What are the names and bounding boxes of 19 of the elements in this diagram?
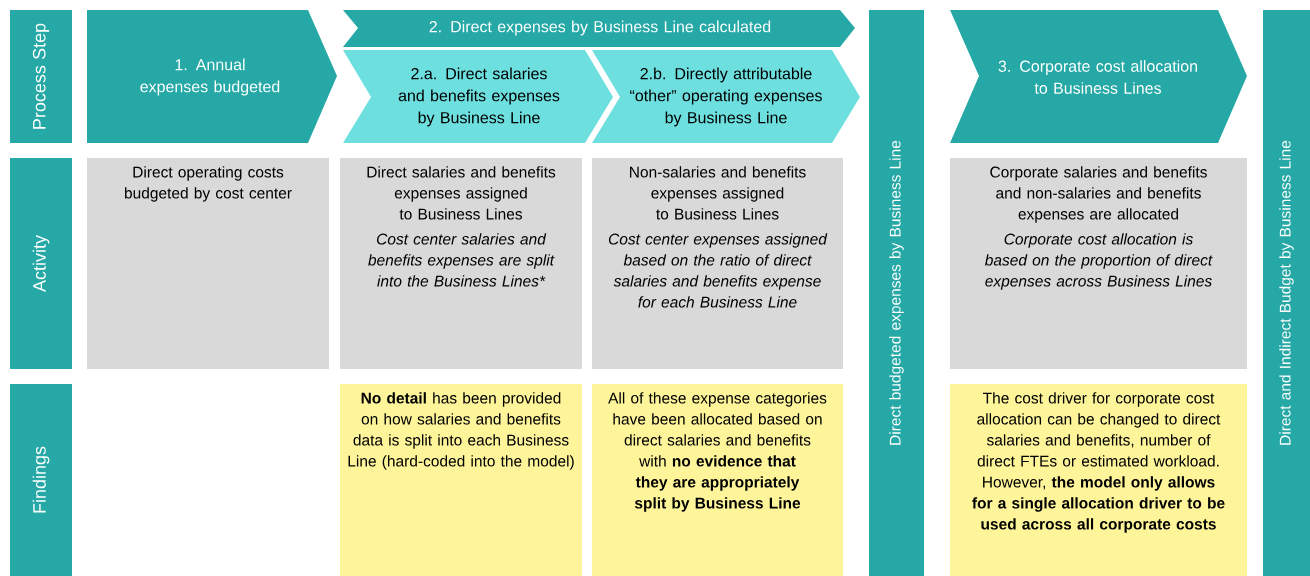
activity-box: Non-salaries and benefits expenses assigned to Business Lines Cost center expenses assigned based on the ratio of direct salaries and benefits expense for each Business Line	[592, 158, 843, 369]
vertical-banner: Direct budgeted expenses by Business Line	[869, 10, 924, 576]
vertical-banner: Direct and Indirect Budget by Business Line	[1263, 10, 1310, 576]
process-step-box: 2.b. Directly attributable “other” operating expenses by Business Line	[592, 50, 860, 143]
finding-box: The cost driver for corporate cost allocation can be changed to direct salaries and benefits, number of direct FTEs or estimated workload. However, the model only allows for a single allocation driver to be used across all corporate costs	[950, 384, 1247, 576]
node-label: 2.a. Direct salaries and benefits expenses by Business Line	[398, 67, 560, 127]
finding-box: All of these expense categories have been allocated based on direct salaries and benefits with no evidence that they are appropriately split by Business Line	[592, 384, 843, 576]
node-label: 2.b. Directly attributable “other” operating expenses by Business Line	[630, 67, 822, 127]
row-header: Activity	[10, 158, 72, 369]
process-step-box: 1. Annual expenses budgeted	[87, 10, 337, 143]
row-header: Findings	[10, 384, 72, 576]
process-step-box: 2. Direct expenses by Business Line calculated	[343, 10, 855, 47]
process-step-box: 2.a. Direct salaries and benefits expenses by Business Line	[343, 50, 613, 143]
process-step-box: 3. Corporate cost allocation to Business Lines	[950, 10, 1247, 143]
activity-box: Direct operating costs budgeted by cost center	[87, 158, 329, 369]
activity-box: Direct salaries and benefits expenses assigned to Business Lines Cost center salaries and benefits expenses are split into the Business Lines*	[340, 158, 582, 369]
finding-box: No detail has been provided on how salaries and benefits data is split into each Business Line (hard-coded into the model)	[340, 384, 582, 576]
activity-box: Corporate salaries and benefits and non-salaries and benefits expenses are allocated Corporate cost allocation is based on the proportion of direct expenses across Business Lines	[950, 158, 1247, 369]
row-header: Process Step	[10, 10, 72, 143]
